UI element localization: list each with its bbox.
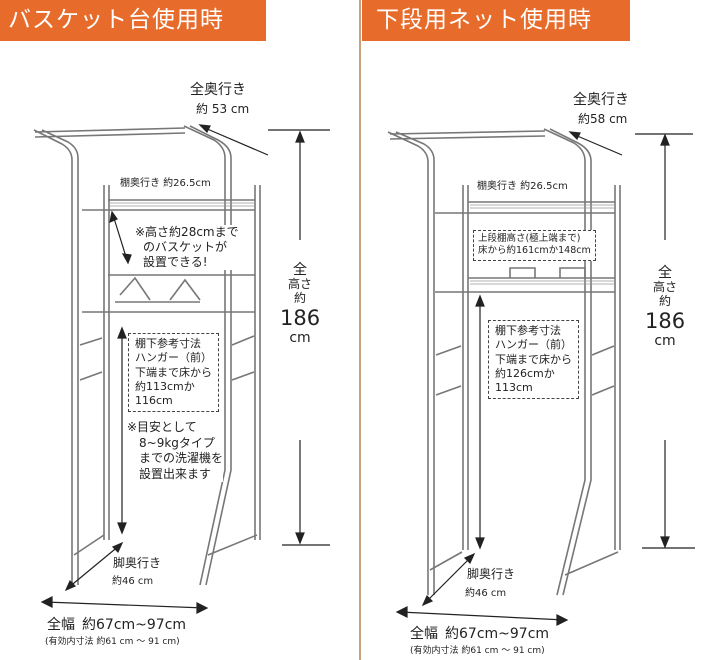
rack-diagram-net bbox=[387, 128, 695, 626]
basket-note: ※高さ約28cmまで のバスケットが 設置できる! bbox=[135, 225, 239, 270]
inner-width-note: (有効内寸法 約61 cm ～ 91 cm) bbox=[45, 637, 180, 647]
leg-depth-value: 約46 cm bbox=[465, 588, 507, 599]
total-width-value: 約67cm~97cm bbox=[82, 617, 187, 633]
total-height: 全 高さ 約 186 cm bbox=[280, 262, 321, 346]
total-depth-label: 全奥行き bbox=[190, 82, 246, 98]
rack-diagram-basket bbox=[33, 124, 330, 614]
washer-note: ※目安として 8~9kgタイプ までの洗濯機を 設置出来ます bbox=[127, 420, 224, 483]
hanger-height-box: 棚下参考寸法 ハンガー（前） 下端まで床から 約113cmか 116cm bbox=[128, 333, 219, 413]
panel-basket-mode: バスケット台使用時 bbox=[0, 0, 330, 647]
panel-net-mode: 下段用ネット使用時 bbox=[360, 0, 715, 660]
total-depth-label: 全奥行き bbox=[573, 92, 629, 108]
upper-shelf-height-box: 上段棚高さ(極上端まで) 床から約161cmか148cm bbox=[473, 230, 596, 261]
total-depth-value: 約58 cm bbox=[578, 112, 628, 126]
total-depth-value: 約 53 cm bbox=[196, 102, 250, 116]
panel-divider bbox=[359, 0, 361, 660]
hanger-height-box: 棚下参考寸法 ハンガー（前） 下端まで床から 約126cmか 113cm bbox=[488, 320, 579, 400]
leg-depth-label: 脚奥行き bbox=[113, 556, 162, 570]
leg-depth-value: 約46 cm bbox=[112, 576, 154, 587]
total-width-label: 全幅 bbox=[47, 617, 75, 633]
total-height: 全 高さ 約 186 cm bbox=[645, 265, 686, 349]
shelf-depth-label: 棚奥行き 約26.5cm bbox=[120, 178, 211, 190]
shelf-depth-label: 棚奥行き 約26.5cm bbox=[477, 181, 568, 193]
total-width-label: 全幅 bbox=[410, 626, 438, 642]
inner-width-note: (有効内寸法 約61 cm ～ 91 cm) bbox=[410, 646, 545, 656]
panel-title: バスケット台使用時 bbox=[0, 0, 266, 41]
panel-title: 下段用ネット使用時 bbox=[362, 0, 630, 41]
leg-depth-label: 脚奥行き bbox=[467, 567, 516, 581]
total-width-value: 約67cm~97cm bbox=[445, 626, 550, 642]
